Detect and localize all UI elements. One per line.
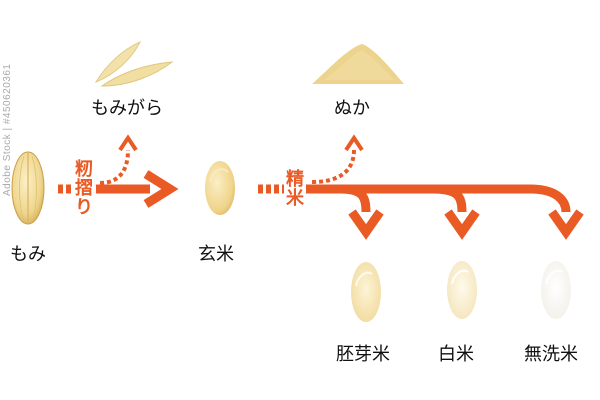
label-momigara: もみがら (91, 98, 163, 119)
bran-pile-illustration (312, 44, 404, 84)
hulling-arrow (58, 170, 179, 208)
label-hakumai: 白米 (438, 344, 474, 365)
label-genmai: 玄米 (198, 244, 234, 265)
label-nuka: ぬか (334, 98, 370, 119)
tag-momisuri-char-1: 籾 (75, 159, 93, 180)
tag-momisuri-char-2: 摺 (75, 178, 93, 199)
tag-momisuri: 籾 摺 り (73, 160, 95, 217)
label-momi: もみ (10, 244, 46, 265)
genmai-grain-illustration (205, 161, 235, 215)
husk-illustration (94, 41, 174, 87)
momi-grain-illustration (11, 151, 45, 225)
tag-seimai: 精 米 (284, 170, 306, 208)
tag-seimai-char-1: 精 (286, 169, 304, 190)
polishing-arrow (258, 184, 584, 240)
tag-seimai-char-2: 米 (286, 188, 304, 209)
musenmai-grain-illustration (541, 261, 571, 319)
husk-byproduct-arrow (99, 134, 138, 185)
label-musenmai: 無洗米 (524, 344, 578, 365)
bran-byproduct-arrow (311, 134, 364, 184)
stock-watermark: Adobe Stock | #450620361 (2, 63, 13, 196)
tag-momisuri-char-3: り (75, 197, 93, 218)
label-haigamai: 胚芽米 (336, 344, 390, 365)
hakumai-grain-illustration (447, 261, 477, 319)
haigamai-grain-illustration (351, 262, 381, 322)
